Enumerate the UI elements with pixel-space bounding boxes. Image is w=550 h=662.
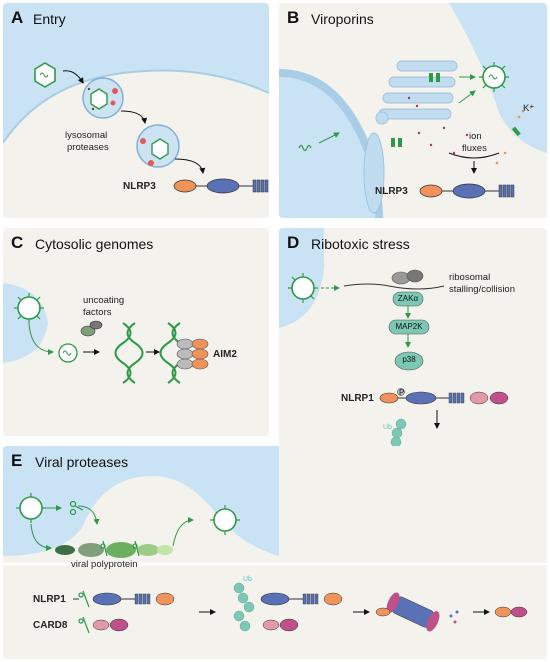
aim2-complex xyxy=(176,338,209,370)
panel-viral-proteases: E Viral proteases viral polyprotein NLRP… xyxy=(3,446,547,659)
panel-a-title: Entry xyxy=(33,11,66,27)
panel-e-letter: E xyxy=(11,451,23,470)
card8-label: CARD8 xyxy=(33,620,68,631)
polyprotein-label: viral polyprotein xyxy=(71,559,138,570)
map2k-label: MAP2K xyxy=(395,322,423,331)
virus-icon xyxy=(479,62,509,92)
nlrp3-label-b: NLRP3 xyxy=(375,186,408,197)
virus-icon xyxy=(16,493,46,523)
proteases-illustration xyxy=(3,446,547,659)
virus-icon xyxy=(34,62,56,88)
scissors-icon xyxy=(69,500,84,516)
ub-label-e: Ub xyxy=(243,576,252,583)
zak-label: ZAKα xyxy=(397,294,419,303)
virus-icon xyxy=(288,273,318,303)
panel-c-letter: C xyxy=(11,233,24,252)
virus-icon xyxy=(14,293,44,323)
panel-b-letter: B xyxy=(287,8,300,27)
virus-icon xyxy=(210,505,240,535)
proteases-label: proteases xyxy=(67,142,109,153)
p38-label: p38 xyxy=(402,355,416,364)
viral-polyprotein xyxy=(55,542,173,558)
dna-helix xyxy=(114,322,189,384)
panel-d-title: Ribotoxic stress xyxy=(311,236,410,252)
entry-illustration xyxy=(3,3,269,194)
fluxes-label: fluxes xyxy=(462,143,487,154)
proteasome-icon xyxy=(386,592,440,632)
cytosolic-illustration xyxy=(3,283,209,384)
nlrp3-protein xyxy=(173,178,269,194)
scissors-icon xyxy=(78,616,90,634)
nlrp1-protein xyxy=(379,388,509,405)
card8-protein xyxy=(78,616,129,634)
panel-a-letter: A xyxy=(11,8,24,27)
ub-label-d: Ub xyxy=(383,424,392,431)
lysosomal-label: lysosomal xyxy=(65,130,108,141)
stalling-label: stalling/collision xyxy=(449,284,516,295)
nlrp1-protein-e xyxy=(73,590,175,608)
potassium-label: K⁺ xyxy=(523,103,535,114)
panel-c-title: Cytosolic genomes xyxy=(35,236,154,252)
scissors-icon xyxy=(100,540,140,557)
factors-label: factors xyxy=(83,307,112,318)
nlrp1-label-e: NLRP1 xyxy=(33,594,66,605)
panel-e-title: Viral proteases xyxy=(35,454,129,470)
viroporins-illustration xyxy=(279,3,547,218)
ion-label: ion xyxy=(469,131,482,142)
nlrp3-protein xyxy=(419,183,515,199)
panel-cytosolic-genomes: C Cytosolic genomes uncoating factors AI… xyxy=(3,228,269,436)
panel-b-title: Viroporins xyxy=(311,11,374,27)
panel-d-letter: D xyxy=(287,233,300,252)
nlrp3-label-a: NLRP3 xyxy=(123,181,156,192)
phospho-label: P xyxy=(399,388,405,397)
ribosome-icon xyxy=(391,269,424,285)
panel-entry: A Entry lysosomal proteases NLRP3 xyxy=(3,3,269,218)
ribosomal-label: ribosomal xyxy=(449,272,491,283)
nlrp1-label-d: NLRP1 xyxy=(341,393,374,404)
scissors-icon xyxy=(78,590,90,608)
p38-box xyxy=(394,351,424,371)
uncoating-label: uncoating xyxy=(83,295,125,306)
aim2-label: AIM2 xyxy=(213,349,237,360)
map2k-box xyxy=(388,319,430,335)
virus-icon xyxy=(298,144,312,152)
panel-viroporins: B Viroporins ion fluxes K⁺ NLRP3 xyxy=(279,3,547,218)
